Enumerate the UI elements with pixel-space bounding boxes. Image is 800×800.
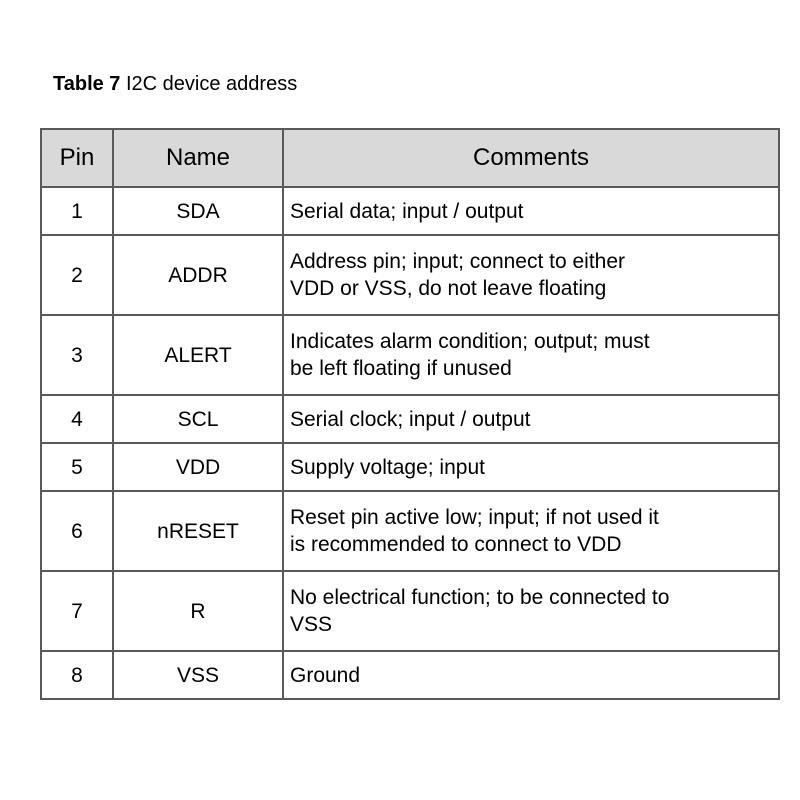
cell-pin: 7 bbox=[40, 570, 114, 652]
cell-comment: Serial data; input / output bbox=[282, 186, 780, 236]
pin-description-table: Pin Name Comments 1 SDA Serial data; inp… bbox=[40, 128, 780, 700]
table-row: 3 ALERT Indicates alarm condition; outpu… bbox=[40, 314, 780, 396]
comment-line: Ground bbox=[290, 663, 361, 687]
cell-pin: 3 bbox=[40, 314, 114, 396]
cell-name: VSS bbox=[112, 650, 284, 700]
table-row: 6 nRESET Reset pin active low; input; if… bbox=[40, 490, 780, 572]
comment-line: VDD or VSS, do not leave floating bbox=[290, 277, 607, 300]
cell-pin: 6 bbox=[40, 490, 114, 572]
cell-comment: Supply voltage; input bbox=[282, 442, 780, 492]
cell-comment: Serial clock; input / output bbox=[282, 394, 780, 444]
table-header-row: Pin Name Comments bbox=[40, 128, 780, 188]
table-caption-text: I2C device address bbox=[120, 73, 298, 95]
table-row: 7 R No electrical function; to be connec… bbox=[40, 570, 780, 652]
pin-description-table-container: Pin Name Comments 1 SDA Serial data; inp… bbox=[40, 128, 780, 700]
column-header-pin: Pin bbox=[40, 128, 114, 188]
cell-name: ADDR bbox=[112, 234, 284, 316]
cell-pin: 2 bbox=[40, 234, 114, 316]
table-row: 8 VSS Ground bbox=[40, 650, 780, 700]
comment-line: be left floating if unused bbox=[290, 357, 512, 380]
cell-pin: 8 bbox=[40, 650, 114, 700]
comment-line: Serial clock; input / output bbox=[290, 407, 531, 431]
table-row: 5 VDD Supply voltage; input bbox=[40, 442, 780, 492]
table-caption-label: Table 7 bbox=[53, 73, 121, 95]
cell-name: SDA bbox=[112, 186, 284, 236]
comment-line: No electrical function; to be connected … bbox=[290, 586, 670, 609]
column-header-name: Name bbox=[112, 128, 284, 188]
cell-name: nRESET bbox=[112, 490, 284, 572]
comment-line: Serial data; input / output bbox=[290, 199, 524, 223]
cell-name: SCL bbox=[112, 394, 284, 444]
cell-name: ALERT bbox=[112, 314, 284, 396]
cell-name: VDD bbox=[112, 442, 284, 492]
table-row: 1 SDA Serial data; input / output bbox=[40, 186, 780, 236]
comment-line: Supply voltage; input bbox=[290, 455, 485, 479]
cell-comment: Indicates alarm condition; output; must … bbox=[282, 314, 780, 396]
cell-comment: No electrical function; to be connected … bbox=[282, 570, 780, 652]
comment-line: Reset pin active low; input; if not used… bbox=[290, 506, 659, 529]
comment-line: Address pin; input; connect to either bbox=[290, 250, 626, 273]
comment-line: is recommended to connect to VDD bbox=[290, 533, 622, 556]
cell-pin: 1 bbox=[40, 186, 114, 236]
comment-line: Indicates alarm condition; output; must bbox=[290, 330, 650, 353]
cell-comment: Ground bbox=[282, 650, 780, 700]
table-row: 2 ADDR Address pin; input; connect to ei… bbox=[40, 234, 780, 316]
column-header-comments: Comments bbox=[282, 128, 780, 188]
table-header: Pin Name Comments bbox=[40, 128, 780, 188]
cell-pin: 5 bbox=[40, 442, 114, 492]
cell-comment: Reset pin active low; input; if not used… bbox=[282, 490, 780, 572]
table-row: 4 SCL Serial clock; input / output bbox=[40, 394, 780, 444]
cell-comment: Address pin; input; connect to either VD… bbox=[282, 234, 780, 316]
table-body: 1 SDA Serial data; input / output 2 ADDR… bbox=[40, 186, 780, 700]
table-caption: Table 7 I2C device address bbox=[53, 72, 297, 96]
cell-pin: 4 bbox=[40, 394, 114, 444]
cell-name: R bbox=[112, 570, 284, 652]
comment-line: VSS bbox=[290, 613, 333, 636]
